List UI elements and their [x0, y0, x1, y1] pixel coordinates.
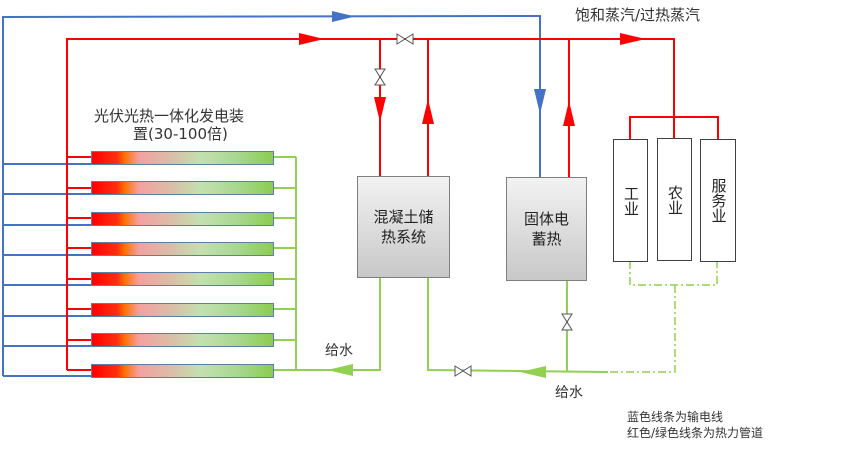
- hot-pipe-main: [66, 38, 675, 370]
- hot-arrow-right: [620, 33, 646, 45]
- hot-arrow-up: [563, 101, 575, 126]
- industry-label: 工业: [622, 185, 640, 216]
- pv-device-label-line1: 光伏光热一体化发电装: [94, 107, 245, 125]
- steam-label: 饱和蒸汽/过热蒸汽: [575, 6, 701, 24]
- cold-arrow-left: [327, 364, 353, 376]
- cold-arrow-left: [520, 366, 546, 378]
- pvt-panel: [91, 181, 274, 195]
- power-lines: [2, 14, 541, 377]
- hot-pipes: [66, 38, 719, 371]
- pvt-panel: [91, 151, 274, 165]
- valve-icon: [454, 365, 472, 377]
- services-label: 服务业: [709, 178, 728, 223]
- legend-power-line: 蓝色线条为输电线: [627, 410, 724, 424]
- agriculture-label: 农业: [666, 184, 684, 215]
- hot-arrow-down: [374, 97, 386, 122]
- solid-storage-label: 固体电 蓄热: [523, 210, 569, 248]
- pvt-panel: [91, 364, 274, 378]
- pvt-panel: [91, 333, 274, 347]
- pvt-panel: [91, 272, 274, 286]
- concrete-storage-unit: 混凝土储 热系统: [357, 176, 450, 278]
- pvt-panel: [91, 212, 274, 226]
- hot-arrow-right: [299, 33, 324, 45]
- valve-icon: [396, 33, 414, 45]
- legend-heat-pipe: 红色/绿色线条为热力管道: [627, 426, 764, 440]
- feedwater-label: 给水: [555, 385, 583, 401]
- cold-return-dashed: [608, 261, 718, 373]
- power-arrow-right: [332, 11, 355, 22]
- pv-device-label-line2: 置(30-100倍): [133, 125, 228, 143]
- hot-arrow-up: [422, 99, 434, 124]
- solid-electric-storage-unit: 固体电 蓄热: [506, 177, 587, 281]
- valve-icon: [561, 313, 573, 331]
- cold-pipes: [273, 156, 609, 373]
- industry-consumer: 工业: [613, 139, 648, 262]
- cold-pipe-return: [273, 277, 381, 371]
- power-line-main: [2, 14, 541, 376]
- pvt-panel: [91, 242, 274, 256]
- pvt-panel: [91, 303, 274, 317]
- valve-icon: [374, 68, 386, 86]
- services-consumer: 服务业: [700, 139, 736, 262]
- feedwater-label: 给水: [325, 343, 353, 359]
- concrete-storage-label: 混凝土储 热系统: [373, 208, 434, 246]
- cold-pipe-feed: [427, 277, 609, 373]
- agriculture-consumer: 农业: [657, 138, 692, 261]
- power-arrow-down: [534, 89, 546, 114]
